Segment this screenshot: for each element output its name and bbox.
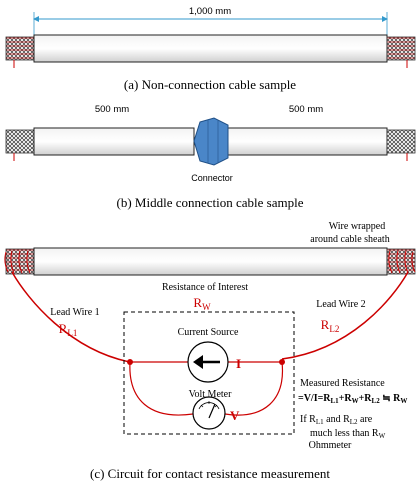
dimension-label-b-left: 500 mm [95, 104, 129, 115]
cable-end-right-c [386, 248, 416, 275]
volt-meter-label: Volt Meter [189, 389, 233, 400]
dimension-label-b-right: 500 mm [289, 104, 323, 115]
panel-b: 500 mm 500 mm Connector (b) Middle conne… [5, 104, 416, 210]
node-left [127, 359, 133, 365]
measured-resistance-line2: =V/I=RL1+RW+RL2 ≒ RW [298, 393, 407, 405]
current-source-label: Current Source [178, 327, 239, 338]
sheath-note-line1: Wire wrapped [329, 221, 386, 232]
ohmmeter-label: Ohmmeter [309, 440, 352, 451]
measured-resistance-line1: Measured Resistance [300, 378, 385, 389]
voltage-symbol: V [230, 408, 240, 423]
current-symbol: I [236, 356, 241, 371]
node-right [279, 359, 285, 365]
cable-body-c [33, 247, 388, 276]
connector-shape [193, 117, 229, 166]
cable-body-b-left [33, 127, 195, 156]
condition-line2: much less than RW [310, 428, 386, 440]
condition-line1: If RL1 and RL2 are [300, 414, 373, 426]
rl1-label: RL1 [59, 321, 78, 338]
cable-end-left-c [5, 248, 35, 275]
lead-wire-1-label: Lead Wire 1 [50, 307, 99, 318]
cable-end-right-b [386, 129, 416, 154]
sheath-note-line2: around cable sheath [310, 234, 389, 245]
cable-end-right-a [386, 36, 416, 61]
ohmmeter-box [123, 311, 295, 435]
lead-wire-1 [11, 271, 131, 363]
lead-wire-2 [281, 271, 409, 360]
lead-wire-2-label: Lead Wire 2 [316, 299, 365, 310]
cable-end-left-b [5, 129, 35, 154]
panel-c: Wire wrapped around cable sheath Resista… [4, 221, 416, 481]
caption-a: (a) Non-connection cable sample [124, 77, 296, 92]
cable-body-b-right [221, 127, 388, 156]
rl2-label: RL2 [321, 317, 340, 334]
resistance-of-interest: Resistance of Interest [162, 282, 248, 293]
cable-end-left-a [5, 36, 35, 61]
caption-c: (c) Circuit for contact resistance measu… [90, 466, 330, 481]
cable-body-a [33, 34, 388, 63]
dimension-label-a: 1,000 mm [189, 6, 231, 17]
connector-label: Connector [191, 173, 233, 183]
panel-a: 1,000 mm (a) Non-connection cable sample [5, 6, 416, 92]
caption-b: (b) Middle connection cable sample [117, 195, 304, 210]
rw-label: RW [193, 295, 211, 312]
